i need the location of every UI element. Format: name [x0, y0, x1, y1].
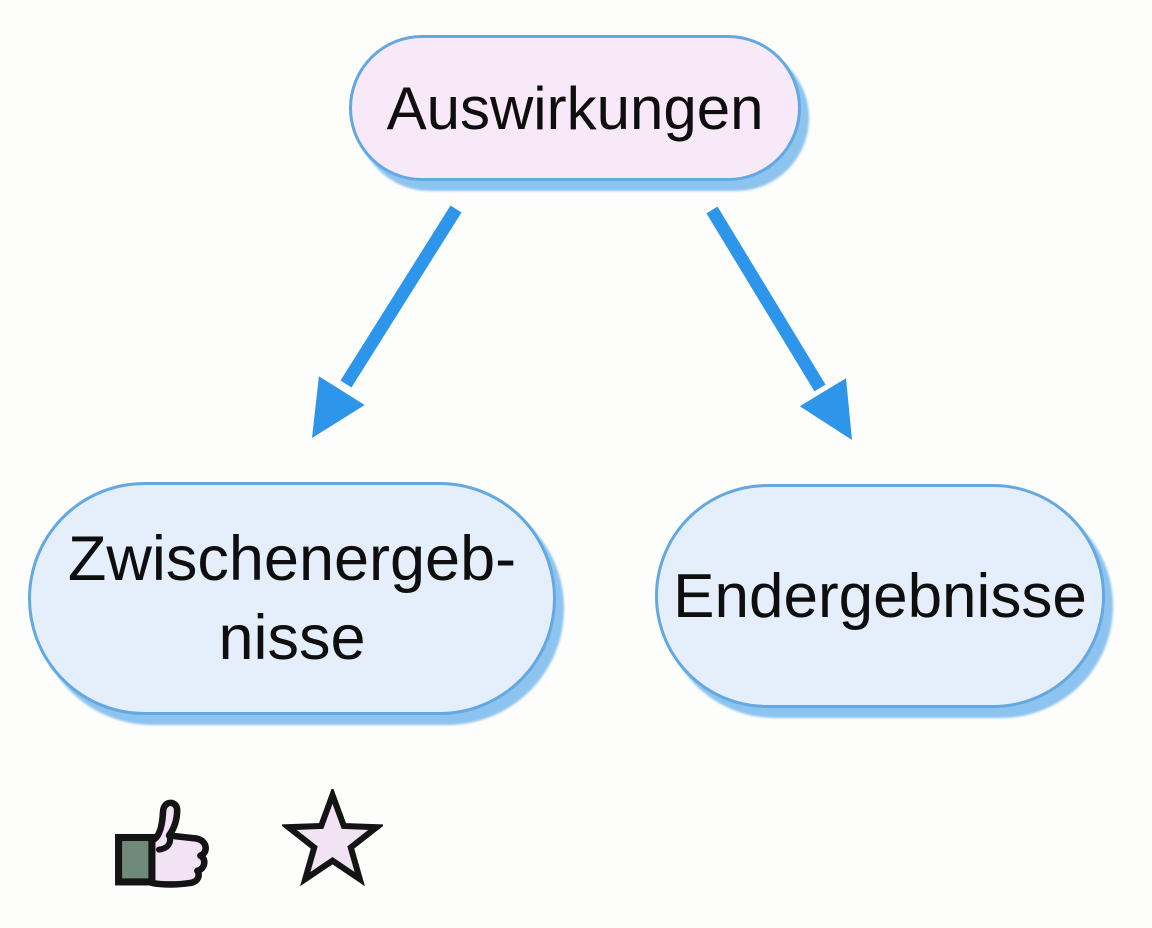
- thumbs-up-crease-line: [155, 832, 174, 853]
- arrow-to-intermediate-head: [312, 376, 365, 438]
- node-endergebnisse-label: Endergebnisse: [673, 561, 1087, 631]
- node-auswirkungen: Auswirkungen: [349, 35, 801, 181]
- star-shape: [282, 789, 383, 887]
- node-zwischenergebnisse-line2: nisse: [218, 602, 366, 673]
- arrow-to-intermediate-shaft: [340, 205, 462, 388]
- star-icon: [282, 789, 383, 887]
- arrow-to-final: [706, 206, 852, 440]
- arrow-to-final-shaft: [706, 206, 826, 392]
- arrow-to-intermediate: [312, 205, 462, 438]
- node-zwischenergebnisse-line1: Zwischenergeb-: [67, 523, 517, 594]
- node-auswirkungen-label: Auswirkungen: [386, 74, 764, 142]
- node-zwischenergebnisse-label: Zwischenergeb-nisse: [68, 520, 516, 678]
- node-endergebnisse: Endergebnisse: [655, 484, 1105, 708]
- node-zwischenergebnisse: Zwischenergeb-nisse: [28, 482, 556, 715]
- thumbs-up-hand-shape: [148, 799, 209, 888]
- thumbs-up-icon: [115, 799, 209, 888]
- arrow-to-final-head: [799, 378, 852, 440]
- thumbs-up-sleeve-shape: [115, 833, 156, 886]
